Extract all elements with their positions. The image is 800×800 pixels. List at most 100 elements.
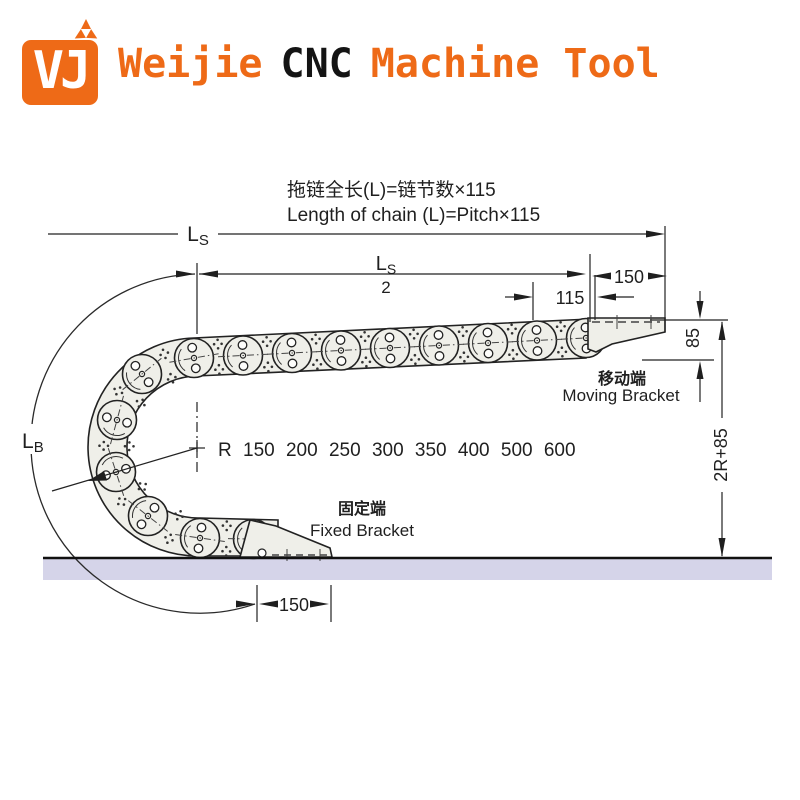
plate-dot xyxy=(367,335,370,338)
link-hole xyxy=(187,342,198,353)
plate-dot xyxy=(412,328,415,332)
plate-dot xyxy=(115,392,118,396)
chain-links xyxy=(95,317,612,560)
logo-text: VJ xyxy=(32,40,92,101)
plate-dot xyxy=(164,536,167,539)
plate-dot xyxy=(316,367,319,371)
chain-plate-dots xyxy=(310,333,323,371)
plate-dot xyxy=(138,482,142,485)
link-plate-edge xyxy=(227,344,233,368)
plate-dot xyxy=(314,333,317,337)
plate-dot xyxy=(102,440,106,444)
dim-ls-half-numerator: LS xyxy=(376,253,396,277)
fixed-bracket-label-cn: 固定端 xyxy=(338,499,386,518)
chain-plate-dots xyxy=(159,348,177,384)
plate-dot xyxy=(225,545,228,549)
plate-dot xyxy=(102,448,105,451)
plate-dot xyxy=(117,502,120,506)
plate-dot xyxy=(560,346,564,350)
plate-dot xyxy=(159,353,162,357)
plate-dot xyxy=(368,360,372,364)
link-hole xyxy=(286,337,297,348)
plate-dot xyxy=(228,550,232,553)
chain-plate-dots xyxy=(261,336,274,373)
brand-machine-tool: Machine Tool xyxy=(370,41,660,87)
plate-dot xyxy=(123,497,127,501)
chain-plate-dots xyxy=(164,510,184,544)
link-hole xyxy=(335,335,346,345)
link-hole xyxy=(143,377,154,388)
link-plate-edge xyxy=(521,329,527,353)
link-centerline xyxy=(169,353,219,363)
plate-dot xyxy=(135,399,139,403)
chain-link xyxy=(121,353,163,395)
plate-dot xyxy=(563,325,566,328)
link-plate-edge xyxy=(126,372,141,390)
chain-link xyxy=(413,325,465,366)
chain-length-note-en: Length of chain (L)=Pitch×115 xyxy=(287,205,540,226)
chain-plate-dots xyxy=(113,386,146,408)
link-plate-edge xyxy=(177,348,186,372)
link-hole xyxy=(149,502,160,513)
link-pivot xyxy=(239,352,247,359)
dimension-arrows xyxy=(88,230,726,608)
link-plate-edge xyxy=(184,525,192,548)
plate-dot xyxy=(267,369,270,373)
plate-dot xyxy=(261,340,265,344)
dim-ls-label: LS xyxy=(187,223,209,249)
brand-weijie: Weijie xyxy=(118,41,263,87)
link-hole xyxy=(190,363,201,374)
plate-dot xyxy=(457,330,461,334)
plate-dot xyxy=(310,337,314,341)
link-pivot xyxy=(112,468,120,476)
plate-dot xyxy=(137,405,141,408)
plate-dot xyxy=(171,380,175,384)
brand-title: Weijie CNC Machine Tool xyxy=(118,44,678,84)
plate-dot xyxy=(363,331,366,334)
plate-dot xyxy=(506,327,510,331)
link-centerline xyxy=(560,336,612,340)
chain-link xyxy=(364,327,416,369)
plate-dot xyxy=(216,347,220,350)
plate-dot xyxy=(510,332,514,335)
plate-dot xyxy=(176,517,179,521)
plate-dot xyxy=(511,348,515,352)
chain-link xyxy=(127,495,169,537)
ground-band xyxy=(43,559,772,580)
plate-dot xyxy=(410,358,413,362)
dim-ls-half-denominator: 2 xyxy=(381,278,390,297)
dim-150-top: 150 xyxy=(614,267,644,287)
plate-dot xyxy=(555,325,559,329)
plate-dot xyxy=(564,350,568,354)
plate-dot xyxy=(216,338,219,342)
link-plate-edge xyxy=(132,500,147,518)
plate-dot xyxy=(364,356,368,360)
chain-plate-dots xyxy=(98,440,135,452)
plate-dot xyxy=(463,359,466,363)
link-centerline xyxy=(364,346,416,350)
plate-dot xyxy=(166,541,169,544)
plate-dot xyxy=(462,351,466,355)
chain-plate-dots xyxy=(359,331,372,368)
link-centerline xyxy=(511,338,563,343)
fixed-bracket-label-en: Fixed Bracket xyxy=(310,521,414,540)
chain-plate-dots xyxy=(457,326,470,363)
bend-radius-series: R 150 200 250 300 350 400 500 600 xyxy=(218,440,576,461)
logo-trefoil-icon xyxy=(74,19,98,39)
link-centerline xyxy=(175,534,225,542)
link-centerline xyxy=(266,351,318,355)
link-pivot xyxy=(435,342,443,349)
link-pivot xyxy=(484,339,492,347)
plate-dot xyxy=(221,524,225,527)
link-hole xyxy=(196,522,207,533)
link-plate-edge xyxy=(423,334,429,358)
chain-link xyxy=(266,332,318,374)
link-plate-edge xyxy=(276,342,282,365)
plate-dot xyxy=(164,356,167,360)
link-hole xyxy=(336,356,347,366)
plate-dot xyxy=(137,487,141,491)
brand-cnc: CNC xyxy=(280,41,353,87)
link-hole xyxy=(483,348,494,359)
plate-dot xyxy=(414,362,417,366)
